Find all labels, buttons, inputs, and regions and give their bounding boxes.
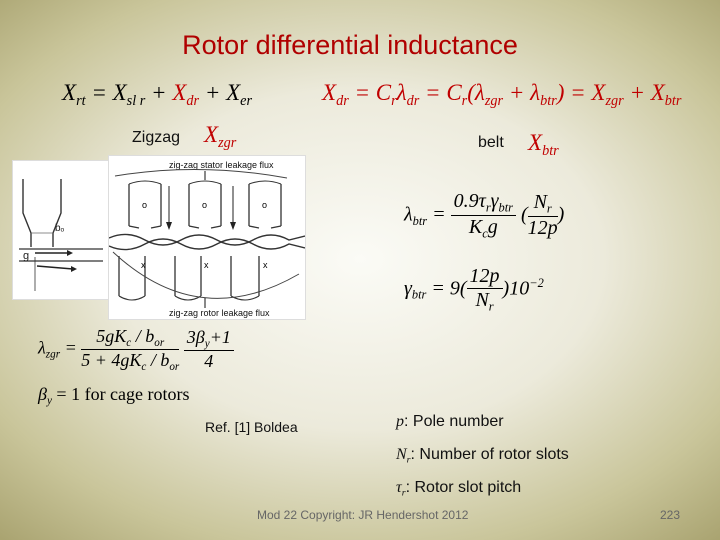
zigzag-flux-diagram: zig-zag stator leakage flux o o o x x x … xyxy=(108,155,306,320)
stator-flux-label: zig-zag stator leakage flux xyxy=(169,160,274,170)
belt-symbol: Xbtr xyxy=(528,130,559,159)
rotor-mark-1: x xyxy=(141,260,146,270)
definition-list: p: Pole number Nr: Number of rotor slots… xyxy=(396,413,569,498)
definition-rotor-slots: Nr: Number of rotor slots xyxy=(396,446,569,466)
zigzag-symbol: Xzgr xyxy=(204,122,237,151)
slot-geometry-drawing: bₒ g xyxy=(19,179,103,291)
stator-mark-3: o xyxy=(262,200,267,210)
eq-differential-reactance: Xdr = Crλdr = Cr(λzgr + λbtr) = Xzgr + X… xyxy=(322,80,682,109)
definition-slot-pitch: τr: Rotor slot pitch xyxy=(396,479,522,499)
gap-label: g xyxy=(23,250,29,262)
rotor-mark-2: x xyxy=(204,260,209,270)
eq-rotor-total-reactance: Xrt = Xsl r + Xdr + Xer xyxy=(62,80,253,109)
eq-zigzag-permeance: λzgr = 5gKc / bor 5 + 4gKc / bor 3βy+1 4 xyxy=(38,326,234,373)
reference-note: Ref. [1] Boldea xyxy=(205,419,298,435)
belt-label: belt xyxy=(478,134,504,151)
eq-beta-y: βy = 1 for cage rotors xyxy=(38,384,190,407)
page-number: 223 xyxy=(660,508,681,522)
eq-belt-permeance: λbtr = 0.9τrγbtr Kcg ( Nr 12p ) xyxy=(404,190,565,241)
slide-title: Rotor differential inductance xyxy=(182,30,518,60)
rotor-flux-label: zig-zag rotor leakage flux xyxy=(169,308,270,318)
rotor-mark-3: x xyxy=(263,260,268,270)
flux-drawing: zig-zag stator leakage flux o o o x x x … xyxy=(108,160,306,318)
eq-belt-gamma: γbtr = 9( 12p Nr )10−2 xyxy=(404,265,544,314)
slot-opening-diagram: bₒ g xyxy=(12,160,110,300)
definition-pole-number: p: Pole number xyxy=(396,413,504,430)
bo-label: bₒ xyxy=(55,223,65,234)
zigzag-label: Zigzag xyxy=(132,129,181,146)
stator-mark-1: o xyxy=(142,200,147,210)
footer-copyright: Mod 22 Copyright: JR Hendershot 2012 xyxy=(257,508,469,522)
stator-mark-2: o xyxy=(202,200,207,210)
